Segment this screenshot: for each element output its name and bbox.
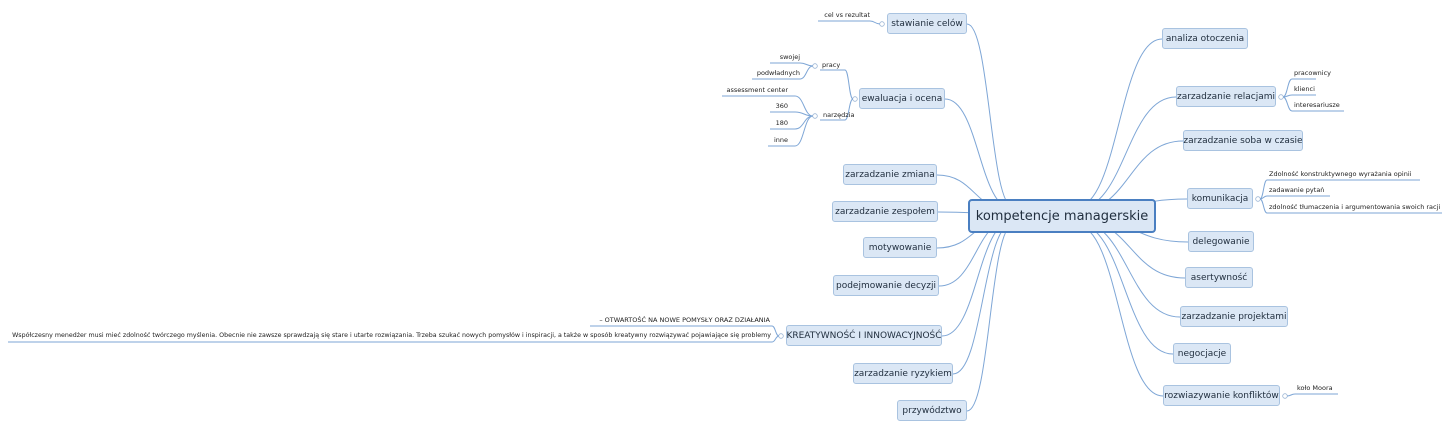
connector-line (1259, 198, 1268, 214)
collapse-knob (852, 96, 858, 102)
collapse-knob (812, 63, 818, 69)
connector-line (1282, 78, 1293, 98)
leaf-wspolczesny-menedzer[interactable]: Współczesny menedżer musi mieć zdolność … (12, 332, 771, 339)
collapse-knob (1282, 393, 1288, 399)
leaf-zadawanie-pytan[interactable]: zadawanie pytań (1269, 186, 1325, 194)
connector-line (844, 69, 854, 100)
leaf-inne[interactable]: inne (773, 136, 788, 144)
topic-zarzadzanie-projektami[interactable]: zarzadzanie projektami (1180, 306, 1288, 327)
connector-line (794, 115, 814, 130)
collapse-knob (1255, 196, 1261, 202)
leaf-swojej[interactable]: swojej (779, 53, 800, 61)
topic-stawianie-celow[interactable]: stawianie celów (887, 13, 967, 34)
collapse-knob (1278, 94, 1284, 100)
topic-kreatywnosc[interactable]: KREATYWNOŚĆ I INNOWACYJNOŚĆ (786, 325, 942, 346)
topic-zarzadzanie-relacjami[interactable]: zarzadzanie relacjami (1176, 86, 1276, 107)
connector-line (771, 335, 780, 343)
topic-analiza-otoczenia[interactable]: analiza otoczenia (1162, 28, 1248, 49)
leaf-360[interactable]: 360 (775, 102, 788, 110)
connector-line (799, 62, 814, 67)
root-connector-left (952, 222, 1014, 375)
leaf-connector (869, 20, 881, 25)
leaf-zdolnosc-tlumaczenia[interactable]: zdolność tłumaczenia i argumentowania sw… (1269, 203, 1441, 211)
root-connector-right (1075, 96, 1177, 210)
topic-asertywnosc[interactable]: asertywność (1185, 267, 1253, 288)
connector-line (794, 111, 814, 117)
topic-zarzadzanie-zespolem[interactable]: zarzadzanie zespołem (832, 201, 938, 222)
topic-komunikacja[interactable]: komunikacja (1187, 188, 1253, 209)
leaf-zdolnosc-wyrazania[interactable]: Zdolność konstruktywnego wyrażania opini… (1269, 170, 1412, 178)
leaf-podwladnych[interactable]: podwładnych (756, 69, 800, 77)
leaf-pracownicy[interactable]: pracownicy (1294, 69, 1331, 77)
connector-line (794, 95, 814, 117)
collapse-knob (812, 113, 818, 119)
subtopic-pracy[interactable]: pracy (822, 61, 841, 69)
root-connector-left (966, 23, 1014, 208)
root-connector-left (941, 219, 1014, 337)
topic-motywowanie[interactable]: motywowanie (863, 237, 937, 258)
connector-line (844, 98, 854, 121)
leaf-assessment-center[interactable]: assessment center (726, 86, 788, 94)
root-connector-right (1075, 38, 1163, 208)
leaf-klienci[interactable]: klienci (1294, 85, 1315, 93)
topic-zarzadzanie-ryzykiem[interactable]: zarzadzanie ryzykiem (853, 363, 953, 384)
collapse-knob (879, 21, 885, 27)
topic-zarzadzanie-czasem[interactable]: zarzadzanie soba w czasie (1183, 130, 1303, 151)
root-topic[interactable]: kompetencje managerskie (968, 199, 1156, 233)
topic-przywodztwo[interactable]: przywództwo (897, 400, 967, 421)
topic-podejmowanie-decyzji[interactable]: podejmowanie decyzji (833, 275, 939, 296)
leaf-180[interactable]: 180 (775, 119, 788, 127)
topic-zarzadzanie-zmiana[interactable]: zarzadzanie zmiana (843, 164, 937, 185)
topic-delegowanie[interactable]: delegowanie (1188, 231, 1254, 252)
root-connector-left (966, 224, 1014, 412)
topic-negocjacje[interactable]: negocjacje (1173, 343, 1231, 364)
connector-line (1282, 96, 1293, 112)
subtopic-narzedzia[interactable]: narzędzia (823, 111, 855, 119)
connector-line (771, 325, 780, 337)
root-connector-right (1075, 219, 1181, 318)
connector-line (799, 65, 814, 80)
collapse-knob (778, 333, 784, 339)
leaf-cel-vs-rezultat[interactable]: cel vs rezultat (824, 11, 870, 19)
leaf-interesariusze[interactable]: interesariusze (1294, 101, 1340, 109)
leaf-kolo-moora[interactable]: koło Moora (1297, 384, 1333, 392)
root-connector-right (1075, 224, 1164, 397)
topic-ewaluacja[interactable]: ewaluacja i ocena (859, 88, 945, 109)
leaf-otwartosc[interactable]: – OTWARTOŚĆ NA NOWE POMYSŁY ORAZ DZIAŁAN… (599, 316, 770, 324)
topic-rozwiazywanie-konfliktow[interactable]: rozwiazywanie konfliktów (1163, 385, 1280, 406)
connector-line (794, 115, 814, 147)
connector-line (1286, 393, 1296, 397)
